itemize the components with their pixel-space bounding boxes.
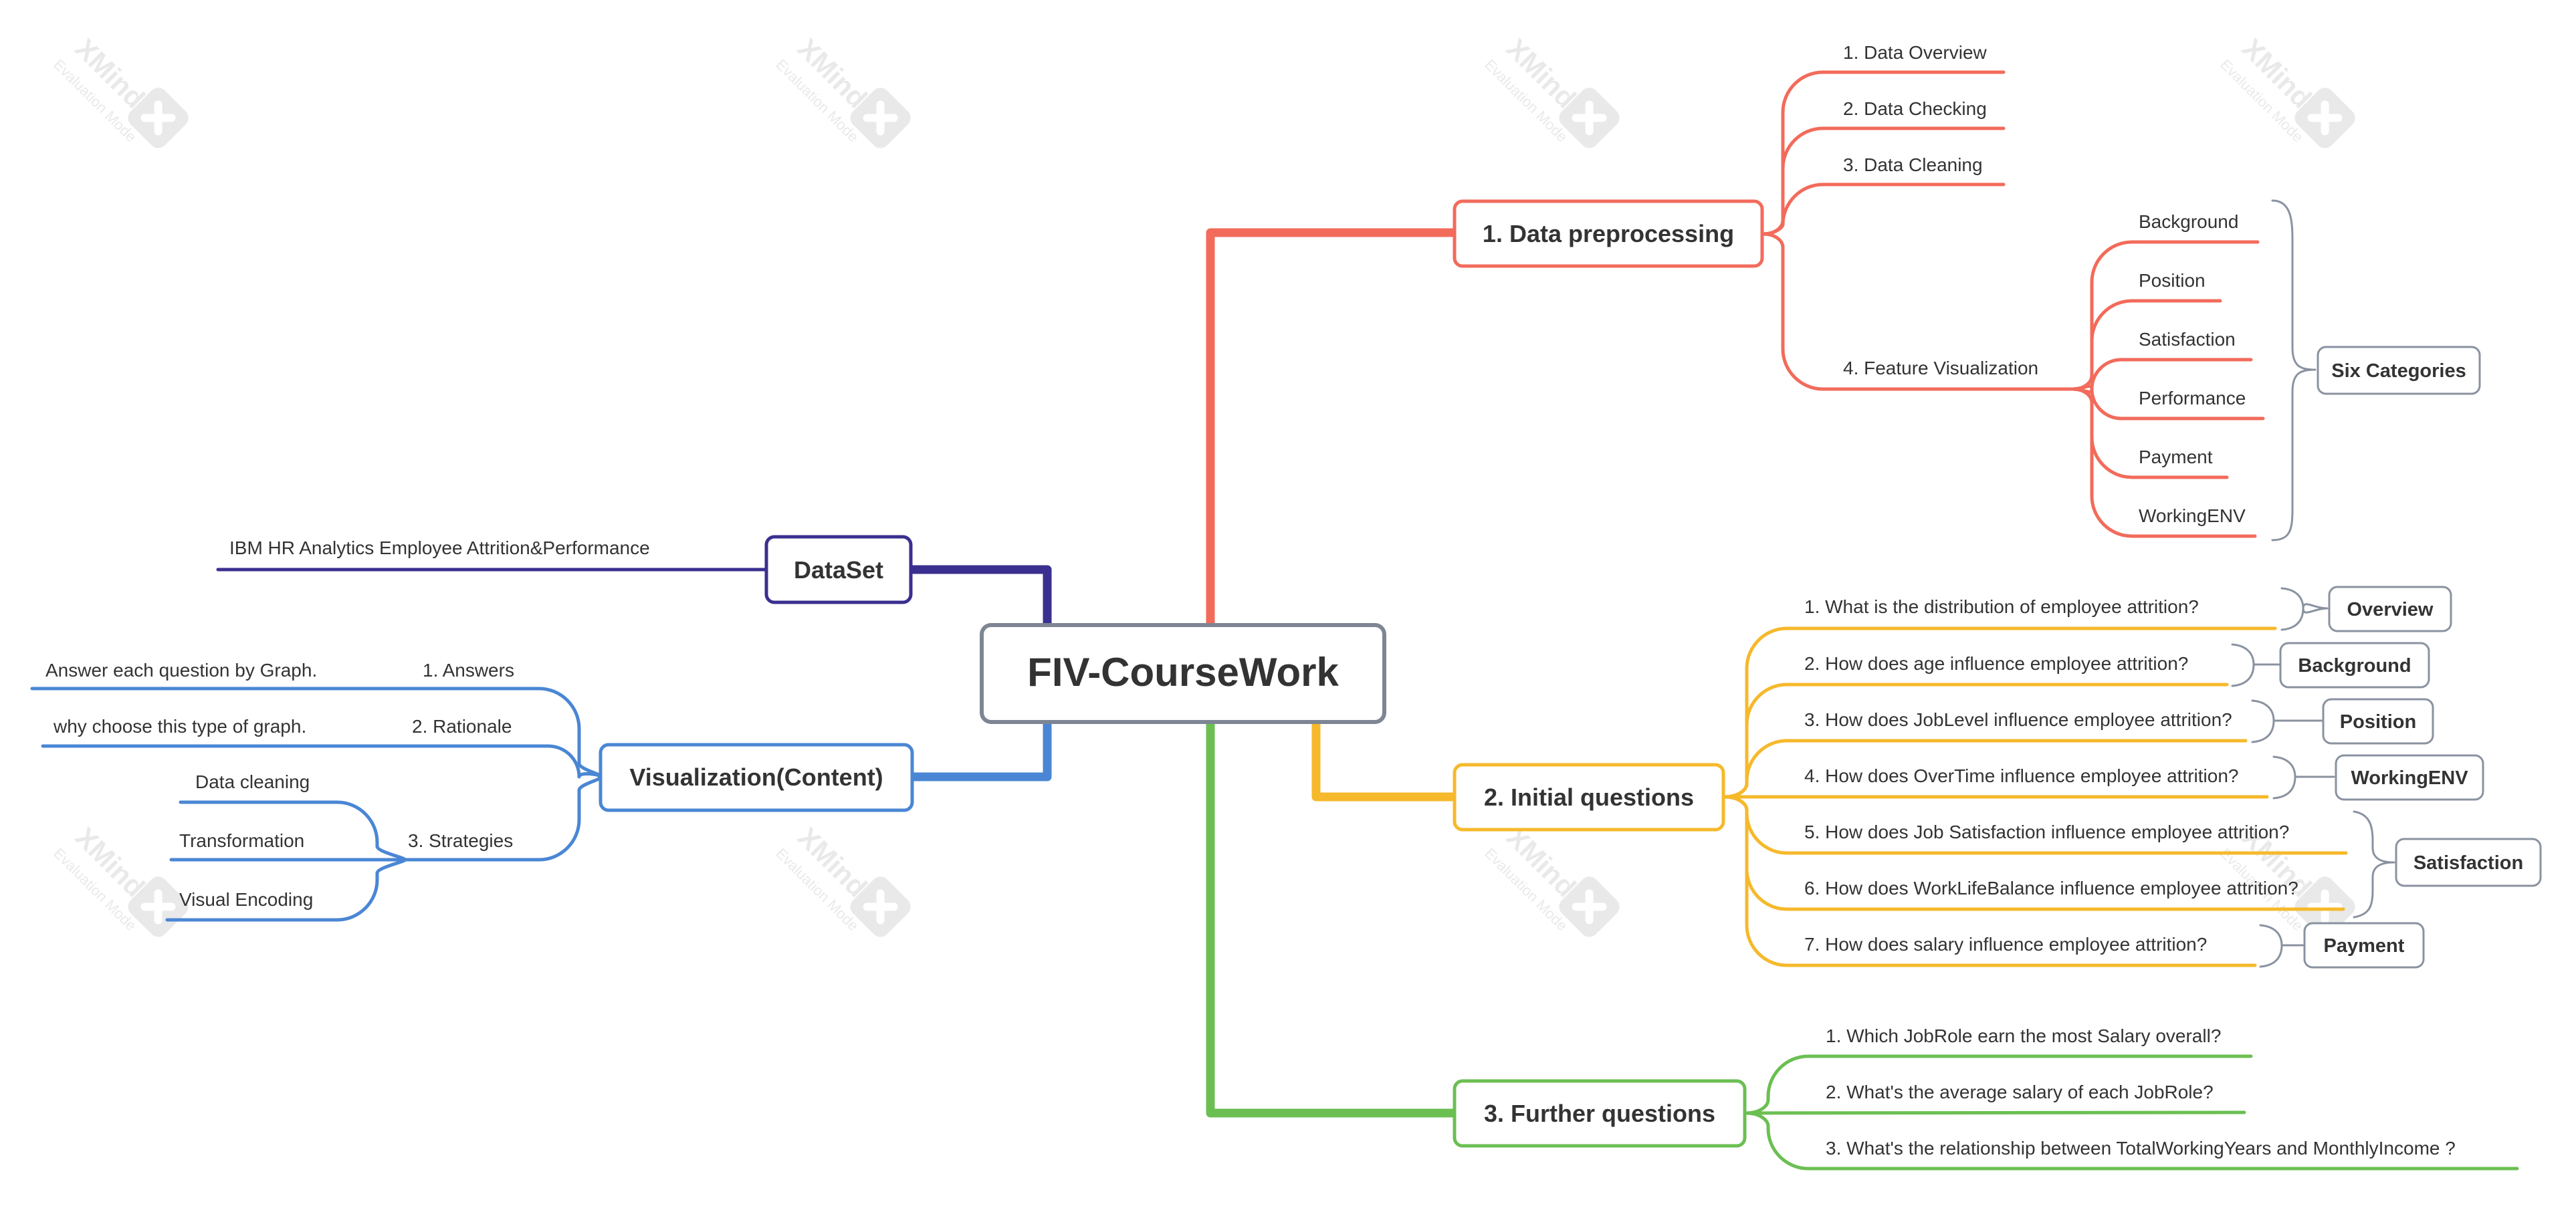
topics: FIV-CourseWork DataSet IBM HR Analytics … xyxy=(45,42,2542,1159)
feature-visualization[interactable]: 4. Feature Visualization xyxy=(1843,358,2038,378)
further-question[interactable]: 2. What's the average salary of each Job… xyxy=(1826,1082,2214,1102)
central-topic[interactable]: FIV-CourseWork xyxy=(980,623,1386,724)
strategy-item[interactable]: Data cleaning xyxy=(195,771,310,792)
summary-brace xyxy=(2231,643,2280,687)
branch-connector xyxy=(1744,1111,2519,1171)
dataset-item[interactable]: IBM HR Analytics Employee Attrition&Perf… xyxy=(229,537,650,558)
summary-label: Six Categories xyxy=(2331,360,2466,382)
branch-connector xyxy=(509,775,604,862)
branch-connector xyxy=(2071,358,2253,391)
summary-tag-box xyxy=(2322,698,2434,745)
feature-item[interactable]: WorkingENV xyxy=(2139,505,2246,526)
branch-connector xyxy=(41,744,604,779)
feature-item[interactable]: Position xyxy=(2139,270,2206,291)
visualization-rationale[interactable]: 2. Rationale xyxy=(412,716,512,737)
summary-tag-payment[interactable]: Payment xyxy=(2303,922,2425,969)
topic-visualization-box xyxy=(599,743,914,812)
central-topic-label: FIV-CourseWork xyxy=(1027,650,1339,695)
initial-question[interactable]: 3. How does JobLevel influence employee … xyxy=(1804,709,2232,730)
summary-six-categories[interactable]: Six Categories xyxy=(2317,346,2481,395)
initial-question[interactable]: 2. How does age influence employee attri… xyxy=(1804,653,2188,674)
feature-item[interactable]: Satisfaction xyxy=(2139,329,2236,350)
summary-tag-label: WorkingENV xyxy=(2351,767,2468,789)
summary-brace xyxy=(2271,199,2317,541)
summary-tag-label: Payment xyxy=(2324,935,2405,957)
branch-connector xyxy=(1723,739,2248,799)
initial-question[interactable]: 1. What is the distribution of employee … xyxy=(1804,596,2199,617)
branch-connector xyxy=(1723,795,2257,967)
connectors xyxy=(30,70,2519,1171)
topic-data-preprocessing-label: 1. Data preprocessing xyxy=(1483,220,1734,247)
topic-initial-questions-box xyxy=(1453,763,1725,832)
summary-tag-label: Overview xyxy=(2347,599,2434,620)
branch-connector xyxy=(165,858,407,922)
preprocessing-item[interactable]: 2. Data Checking xyxy=(1843,98,1987,119)
summary-box xyxy=(2317,346,2481,395)
visualization-rationale-item[interactable]: why choose this type of graph. xyxy=(53,716,306,737)
main-connector xyxy=(907,565,1052,628)
summary-brace xyxy=(2272,755,2335,800)
strategy-item[interactable]: Visual Encoding xyxy=(179,889,313,910)
topic-dataset-box xyxy=(764,535,913,604)
feature-item[interactable]: Performance xyxy=(2139,388,2246,408)
summary-tag-label: Satisfaction xyxy=(2413,852,2523,874)
branch-connector xyxy=(1761,183,2006,236)
summary-tag-workingenv[interactable]: WorkingENV xyxy=(2335,754,2484,801)
preprocessing-item[interactable]: 1. Data Overview xyxy=(1843,42,1988,63)
summary-brace xyxy=(2251,699,2323,743)
summary-tag-background[interactable]: Background xyxy=(2279,642,2430,689)
summary-brace xyxy=(2280,587,2329,631)
branch-connector xyxy=(179,800,407,862)
topic-further-questions-label: 3. Further questions xyxy=(1484,1100,1715,1127)
summary-tag-box xyxy=(2395,838,2542,887)
branch-connector xyxy=(1744,1110,2246,1115)
initial-question[interactable]: 4. How does OverTime influence employee … xyxy=(1804,765,2239,786)
topic-visualization[interactable]: Visualization(Content) xyxy=(599,743,914,812)
main-connector xyxy=(909,719,1052,781)
branch-connector xyxy=(1761,232,2075,391)
further-question[interactable]: 3. What's the relationship between Total… xyxy=(1826,1138,2456,1159)
main-connector xyxy=(1311,719,1457,802)
summary-tag-position[interactable]: Position xyxy=(2322,698,2434,745)
initial-question[interactable]: 6. How does WorkLifeBalance influence em… xyxy=(1804,878,2298,898)
branch-connector xyxy=(1761,70,2006,236)
visualization-answers-item[interactable]: Answer each question by Graph. xyxy=(45,660,317,681)
branch-connector xyxy=(2071,387,2257,538)
summary-tag-overview[interactable]: Overview xyxy=(2328,586,2452,632)
topic-initial-questions[interactable]: 2. Initial questions xyxy=(1453,763,1725,832)
main-connector xyxy=(1206,228,1457,628)
central-topic-box xyxy=(980,623,1386,724)
summary-tag-box xyxy=(2328,586,2452,632)
branch-connector xyxy=(1761,126,2006,236)
topic-initial-questions-label: 2. Initial questions xyxy=(1484,783,1694,811)
topic-further-questions[interactable]: 3. Further questions xyxy=(1453,1079,1747,1148)
initial-question[interactable]: 5. How does Job Satisfaction influence e… xyxy=(1804,822,2289,842)
summary-tag-box xyxy=(2335,754,2484,801)
strategy-item[interactable]: Transformation xyxy=(179,830,304,851)
further-question[interactable]: 1. Which JobRole earn the most Salary ov… xyxy=(1826,1026,2221,1046)
visualization-answers[interactable]: 1. Answers xyxy=(423,660,514,681)
main-connector xyxy=(1206,719,1457,1118)
summary-tag-label: Background xyxy=(2298,655,2411,677)
summary-tag-label: Position xyxy=(2340,711,2416,733)
summary-tag-box xyxy=(2279,642,2430,689)
branch-connector xyxy=(1744,1054,2253,1115)
preprocessing-item[interactable]: 3. Data Cleaning xyxy=(1843,154,1983,175)
summary-brace xyxy=(2259,924,2304,968)
summary-tag-satisfaction[interactable]: Satisfaction xyxy=(2395,838,2542,887)
summary-tag-box xyxy=(2303,922,2425,969)
topic-visualization-label: Visualization(Content) xyxy=(629,763,883,791)
topic-dataset[interactable]: DataSet xyxy=(764,535,913,604)
feature-item[interactable]: Payment xyxy=(2139,447,2213,467)
topic-data-preprocessing[interactable]: 1. Data preprocessing xyxy=(1453,199,1764,268)
summary-brace xyxy=(2353,810,2395,919)
visualization-strategies[interactable]: 3. Strategies xyxy=(408,830,513,851)
topic-data-preprocessing-box xyxy=(1453,199,1764,268)
topic-dataset-label: DataSet xyxy=(794,556,883,584)
initial-question[interactable]: 7. How does salary influence employee at… xyxy=(1804,934,2207,955)
feature-item[interactable]: Background xyxy=(2139,211,2238,232)
topic-further-questions-box xyxy=(1453,1079,1747,1148)
